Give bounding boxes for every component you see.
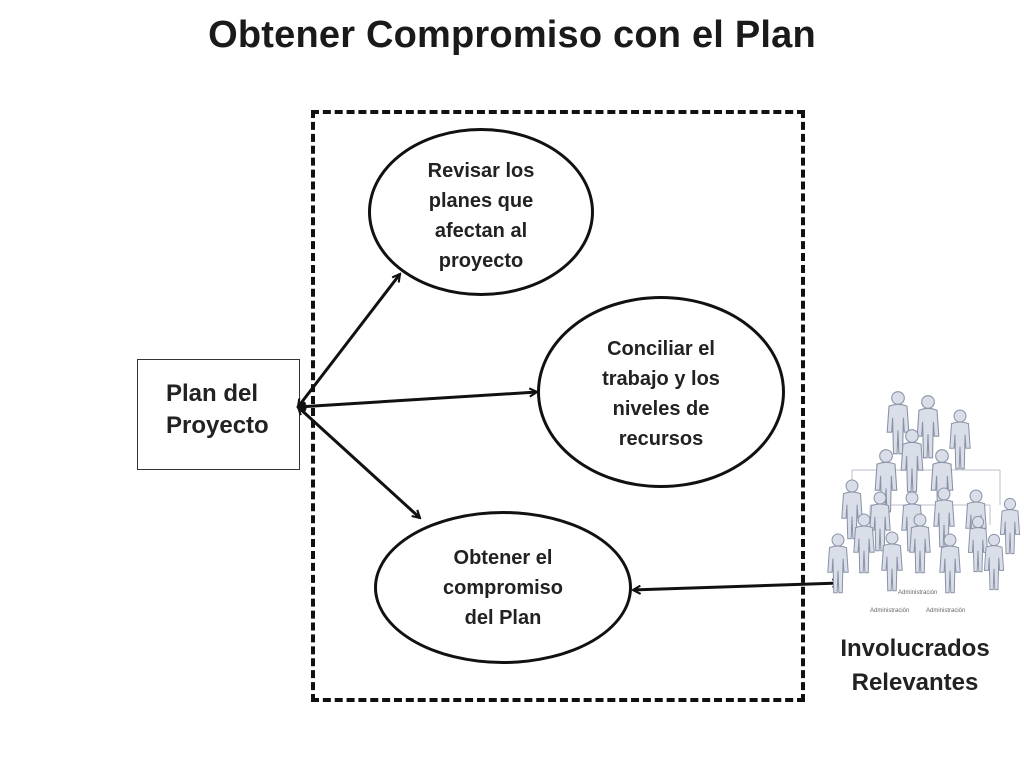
person-figure	[827, 533, 849, 594]
plan-del-proyecto-label: Plan del Proyecto	[166, 380, 269, 439]
people-caption: Administración	[870, 608, 909, 614]
use-case-revisar-planes: Revisar los planes que afectan al proyec…	[368, 128, 594, 296]
person-figure	[869, 491, 891, 552]
person-figure	[909, 513, 931, 574]
person-figure	[881, 531, 903, 592]
people-caption: Administración	[926, 608, 965, 614]
arrow-plan-to-conciliar	[298, 392, 537, 407]
person-figure	[853, 513, 875, 574]
actor-involucrados-label: Involucrados Relevantes	[840, 635, 990, 696]
person-figure	[983, 533, 1005, 591]
person-figure	[841, 479, 863, 540]
person-figure	[900, 429, 924, 493]
person-figure	[999, 497, 1021, 555]
person-figure	[933, 487, 955, 548]
people-caption: Administración	[898, 590, 937, 596]
person-figure	[930, 449, 954, 513]
plan-del-proyecto-box: Plan del Proyecto	[137, 359, 300, 470]
arrow-plan-to-revisar	[298, 274, 400, 407]
use-case-label: Revisar los planes que afectan al proyec…	[427, 160, 535, 272]
use-case-label: Obtener el compromiso del Plan	[442, 546, 564, 629]
use-case-obtener-compromiso: Obtener el compromiso del Plan	[374, 511, 632, 664]
page-title: Obtener Compromiso con el Plan	[208, 14, 816, 56]
arrow-plan-to-obtener	[298, 407, 420, 518]
person-figure	[939, 533, 961, 594]
person-figure	[916, 395, 940, 459]
person-figure	[949, 409, 971, 470]
use-case-label: Conciliar el trabajo y los niveles de re…	[602, 338, 720, 450]
arrow-obtener-to-involucrados	[633, 583, 840, 590]
